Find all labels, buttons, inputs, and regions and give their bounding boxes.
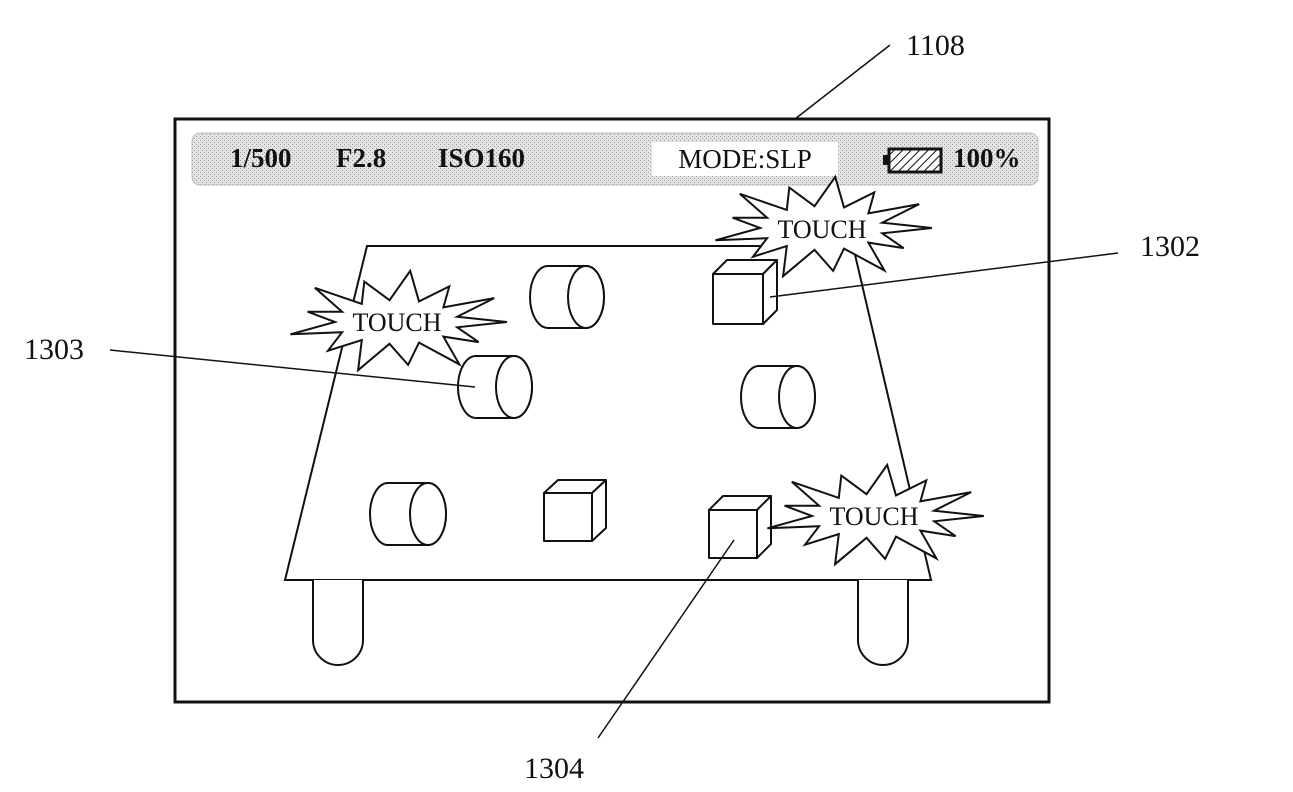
ref-1108: 1108 [906,29,965,62]
ref-1302: 1302 [1140,230,1200,263]
cylinder-object[interactable] [740,365,816,429]
leader-1108 [794,44,891,120]
shutter-speed: 1/500 [230,143,292,173]
leader-lines [109,44,1119,739]
touch-burst-left[interactable]: TOUCH [290,268,507,373]
iso-value: ISO160 [438,143,525,173]
touch-label: TOUCH [829,502,918,531]
touch-burst-top-right[interactable]: TOUCH [715,174,932,279]
leader-1304 [597,539,735,739]
table-leg-right [857,580,909,666]
table-leg-left [312,580,364,666]
cylinder-object-1303[interactable] [457,355,533,419]
leader-1302 [769,252,1119,298]
cylinder-object[interactable] [369,482,447,546]
cube-object-1304[interactable] [708,495,772,559]
aperture-value: F2.8 [336,143,386,173]
cube-object[interactable] [543,479,607,542]
touch-burst-bottom-right[interactable]: TOUCH [767,462,984,567]
leader-1303 [109,349,476,388]
cube-object-1302[interactable] [712,259,778,325]
ref-1304: 1304 [524,752,584,785]
battery-percentage: 100% [953,143,1021,173]
mode-box [652,142,838,176]
ref-1303: 1303 [24,333,84,366]
touch-label: TOUCH [777,215,866,244]
cylinder-object[interactable] [529,265,605,329]
shooting-mode[interactable]: MODE:SLP [678,144,812,174]
battery-icon [883,147,943,174]
status-bar: 1/500 F2.8 ISO160 MODE:SLP 100% [191,132,1039,186]
touch-label: TOUCH [352,308,441,337]
